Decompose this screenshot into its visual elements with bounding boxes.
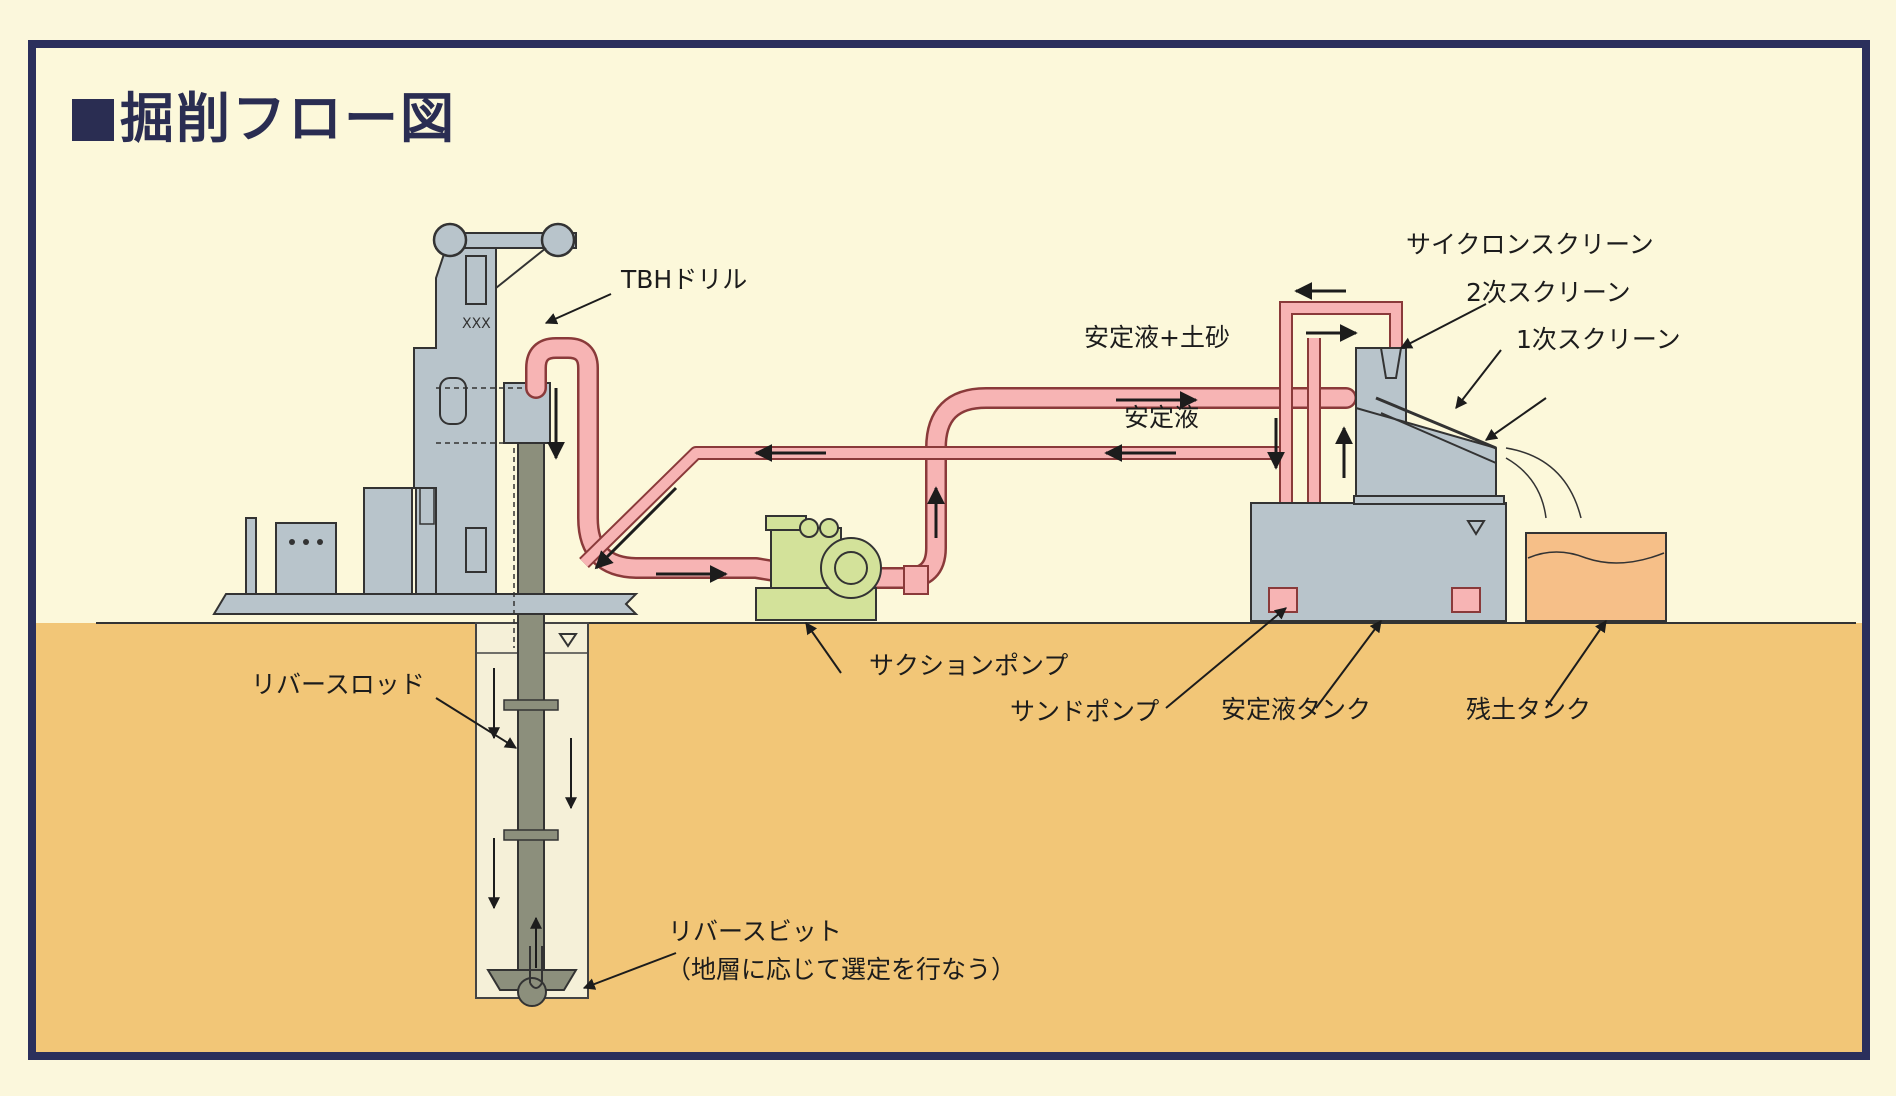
label-reverse-bit: リバースビット (668, 917, 842, 946)
tbh-drill: XXX (212, 222, 639, 648)
screen-unit (1353, 347, 1505, 505)
title-text: 掘削フロー図 (120, 87, 456, 150)
page-title: 掘削フロー図 (72, 74, 456, 153)
title-square-icon (72, 99, 114, 141)
label-reverse-rod: リバースロッド (251, 670, 425, 699)
label-fluid-plus-soil: 安定液+土砂 (1084, 323, 1230, 352)
label-sand-pump: サンドポンプ (1010, 697, 1159, 726)
label-suction-pump: サクションポンプ (869, 651, 1068, 680)
label-stable-fluid: 安定液 (1124, 403, 1199, 432)
cyclone-unit (1379, 347, 1403, 379)
stable-fluid-tank (1250, 502, 1507, 622)
tank-level-icon (1466, 520, 1486, 536)
diagram-frame: 掘削フロー図 (28, 40, 1870, 1060)
label-secondary-screen: 2次スクリーン (1466, 278, 1631, 307)
residual-soil-tank (1505, 447, 1667, 622)
label-primary-screen: 1次スクリーン (1516, 325, 1681, 354)
leader-lines (435, 293, 1607, 990)
label-tbh-drill: TBHドリル (620, 265, 747, 294)
reverse-rod (517, 407, 545, 979)
label-residual-soil-tank: 残土タンク (1466, 695, 1591, 724)
label-stable-fluid-tank: 安定液タンク (1221, 695, 1371, 724)
ground-layer (36, 623, 1862, 1052)
flow-diagram: XXX (96, 222, 1856, 1007)
sand-pump-unit (1268, 587, 1298, 613)
borehole (475, 407, 589, 1007)
drill-plate-text: XXX (462, 316, 491, 332)
suction-pump (755, 515, 929, 621)
label-cyclone-screen: サイクロンスクリーン (1406, 230, 1654, 259)
label-reverse-bit-note: （地層に応じて選定を行なう） (666, 955, 1016, 984)
water-level-icon (558, 633, 578, 648)
